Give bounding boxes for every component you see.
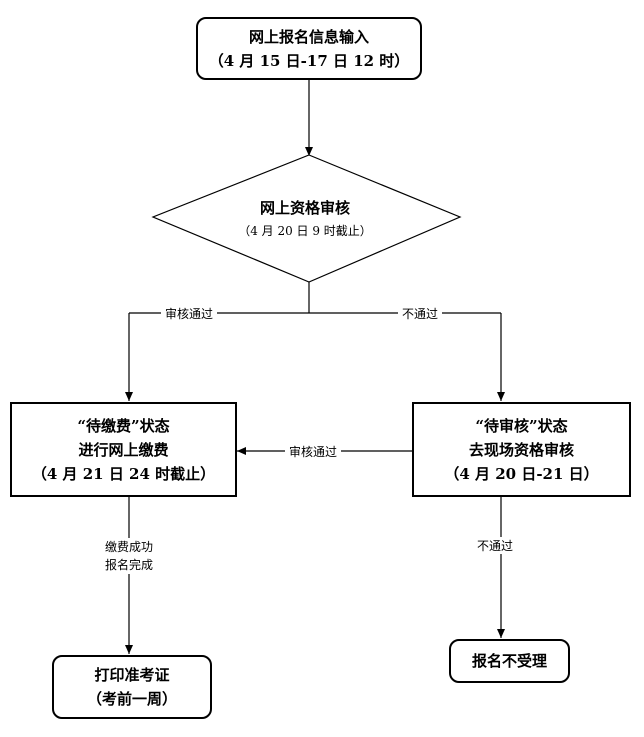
node-reject-title: 报名不受理 xyxy=(471,652,547,670)
node-pay-deadline: （4 月 21 日 24 时截止） xyxy=(31,464,216,483)
edge-label-payment-done: 缴费成功 报名完成 xyxy=(84,538,174,574)
node-pending-status: “待审核”状态 xyxy=(475,416,568,435)
node-print-title: 打印准考证 xyxy=(94,666,170,684)
node-print-time: （考前一周） xyxy=(86,690,177,708)
node-registration-rejected: 报名不受理 xyxy=(449,639,570,683)
edge-label-review-fail: 不通过 xyxy=(398,305,443,322)
edge-label-onsite-pass: 审核通过 xyxy=(285,443,342,460)
node-pay-action: 进行网上缴费 xyxy=(78,440,169,459)
node-review-title: 网上资格审核 xyxy=(259,199,350,217)
edge-label-onsite-fail: 不通过 xyxy=(473,537,518,554)
node-pending-action: 去现场资格审核 xyxy=(468,440,574,459)
node-online-registration: 网上报名信息输入 （4 月 15 日-17 日 12 时） xyxy=(196,17,422,80)
edge-label-payment-done-line2: 报名完成 xyxy=(104,558,153,572)
edge-label-review-pass: 审核通过 xyxy=(161,305,218,322)
node-pay-status: “待缴费”状态 xyxy=(77,416,170,435)
node-waiting-payment: “待缴费”状态 进行网上缴费 （4 月 21 日 24 时截止） xyxy=(10,402,237,497)
node-input-date: （4 月 15 日-17 日 12 时） xyxy=(208,51,410,70)
edge-label-payment-done-line1: 缴费成功 xyxy=(104,540,153,554)
review-diamond xyxy=(151,154,462,283)
node-print-ticket: 打印准考证 （考前一周） xyxy=(52,655,212,719)
node-waiting-review: “待审核”状态 去现场资格审核 （4 月 20 日-21 日） xyxy=(412,402,631,497)
node-pending-dates: （4 月 20 日-21 日） xyxy=(444,464,599,483)
node-review-date: （4 月 20 日 9 时截止） xyxy=(238,224,372,238)
node-input-title: 网上报名信息输入 xyxy=(248,27,369,46)
